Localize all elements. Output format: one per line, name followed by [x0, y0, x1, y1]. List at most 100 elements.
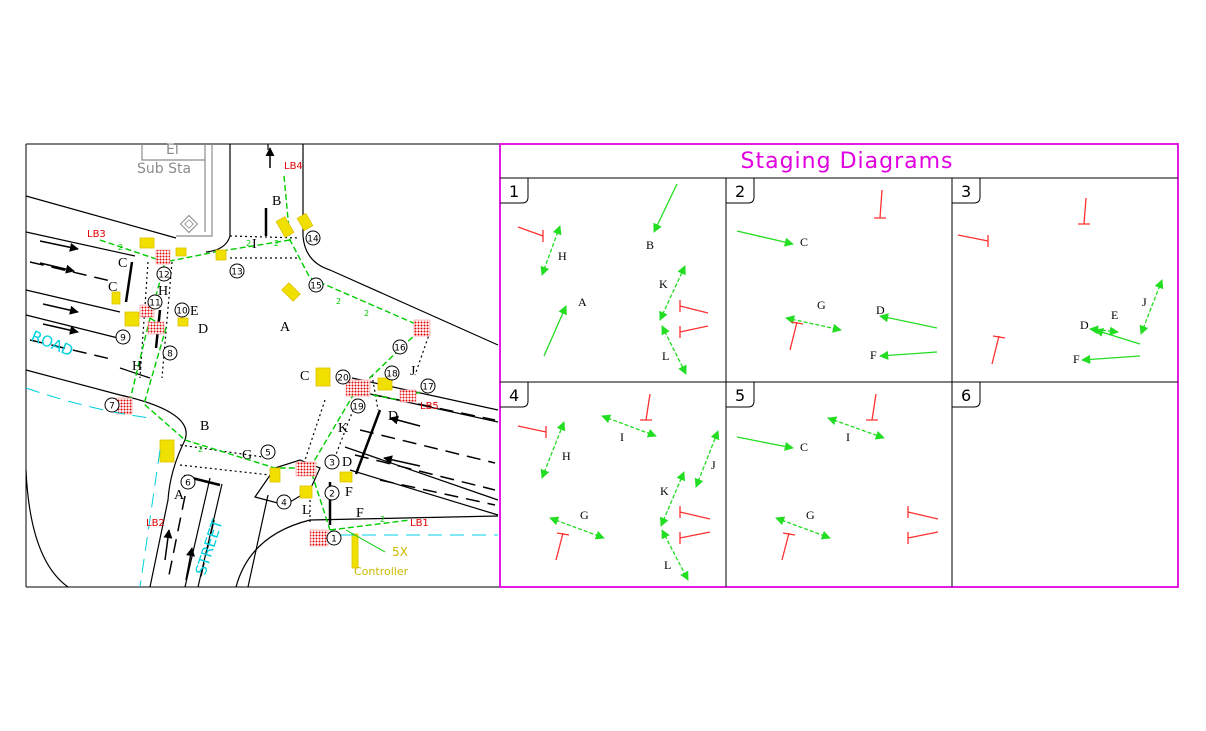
crossing-number-marker: 20 [335, 369, 351, 385]
staging-title: Staging Diagrams [741, 149, 954, 174]
crossing-number-marker: 7 [104, 397, 120, 413]
gap-mark: 2 [118, 243, 123, 252]
phase-letter: H [132, 359, 142, 374]
gap-mark: 2 [246, 239, 251, 248]
crossing-number-marker: 2 [324, 485, 340, 501]
phase-letter: C [118, 256, 127, 271]
crossing-number-marker: 14 [305, 230, 321, 246]
phase-letter: C [300, 369, 309, 384]
phase-letter: I [252, 237, 257, 252]
tactile-paving [115, 249, 431, 547]
loop-label-lb1: LB1 [410, 518, 429, 529]
stage-number-tab: 4 [500, 382, 529, 408]
stage-4-label: L [664, 558, 671, 572]
crossing-number-text: 17 [422, 383, 433, 393]
crossing-number-text: 16 [394, 344, 406, 354]
road-centreline [25, 387, 151, 419]
stage-number-tab: 6 [952, 382, 981, 408]
controller-label: Controller [354, 565, 409, 578]
stage-1-label: B [646, 238, 654, 252]
stage-5-label: I [846, 430, 850, 444]
gap-mark: 2 [364, 309, 369, 318]
stage-3-label: J [1142, 295, 1147, 309]
stage-1-diagram: H B A K L [517, 183, 709, 375]
stage-2-label: F [870, 348, 877, 362]
crossing-number-marker: 6 [180, 474, 196, 490]
crossing-number-text: 5 [265, 449, 271, 459]
crossing-number-marker: 15 [308, 277, 324, 293]
stage-number-text: 2 [735, 182, 745, 201]
crossing-gap-marks: 2 2 2 2 2 2 2 [118, 239, 385, 524]
controller-count: 5X [392, 545, 408, 559]
crossing-number-text: 7 [109, 402, 115, 412]
stage-number-text: 3 [961, 182, 971, 201]
stage-4-label: J [711, 458, 716, 472]
crossing-number-marker: 10 [174, 302, 190, 318]
phase-letter: F [345, 485, 353, 500]
phase-letter: J [410, 364, 416, 379]
loop-label-lb2: LB2 [146, 518, 165, 529]
phase-letter: C [108, 280, 117, 295]
phase-letter: A [280, 320, 291, 335]
crossing-number-marker: 19 [350, 398, 366, 414]
controller-feed [345, 529, 386, 553]
loop-label-lb5: LB5 [420, 401, 439, 412]
substation-label-2: Sub Sta [137, 161, 191, 177]
street-name-label: STREET [192, 516, 227, 577]
crossing-number-marker: 17 [420, 378, 436, 394]
stage-1-label: H [558, 249, 567, 263]
stage-4-label: G [580, 508, 589, 522]
lane-markings [29, 261, 496, 581]
stage-4-diagram: I H J K G L [517, 393, 720, 581]
phase-letter: A [174, 488, 185, 503]
crossing-number-marker: 5 [260, 444, 276, 460]
crossing-studs [139, 235, 431, 525]
phase-letter: D [388, 409, 398, 424]
crossing-number-marker: 16 [392, 339, 408, 355]
stage-5-diagram: C I G [736, 393, 939, 561]
stage-5-label: G [806, 508, 815, 522]
crossing-number-text: 11 [149, 299, 160, 309]
stage-1-label: A [578, 295, 587, 309]
lane-arrows [39, 147, 421, 581]
phase-letters: B I C C H H E D A C J D K D F F L G B A [108, 194, 416, 521]
gap-mark: 2 [380, 515, 385, 524]
crossing-number-text: 19 [352, 403, 364, 413]
stage-1-label: K [659, 277, 668, 291]
phase-letter: F [356, 506, 364, 521]
crossing-number-marker: 3 [324, 454, 340, 470]
crossing-number-text: 13 [231, 268, 242, 278]
crossing-number-text: 3 [329, 459, 335, 469]
phase-letter: K [338, 421, 348, 436]
stage-2-label: D [876, 303, 885, 317]
stage-4-label: K [660, 484, 669, 498]
phase-letter: E [190, 304, 199, 319]
crossing-number-text: 14 [307, 235, 319, 245]
stage-3-diagram: J E D F [957, 197, 1164, 366]
gap-mark: 2 [274, 239, 279, 248]
crossing-number-marker: 11 [147, 294, 163, 310]
street-centreline [139, 449, 161, 588]
stage-4-label: H [562, 449, 571, 463]
stage-3-label: E [1111, 308, 1118, 322]
road-name-label: ROAD [29, 327, 76, 360]
phase-letter: B [200, 419, 209, 434]
phase-letter: B [272, 194, 281, 209]
crossing-number-marker: 8 [162, 345, 178, 361]
stage-2-label: C [800, 235, 808, 249]
stage-number-text: 5 [735, 386, 745, 405]
plan-panel: El Sub Sta [25, 142, 500, 588]
substation-building: El Sub Sta [137, 142, 213, 237]
stage-1-label: L [662, 349, 669, 363]
stage-2-diagram: C G D F [736, 189, 938, 362]
gap-mark: 2 [336, 297, 341, 306]
crossing-number-text: 20 [337, 374, 349, 384]
stage-number-tab: 2 [726, 178, 755, 204]
phase-letter: D [198, 322, 208, 337]
stage-4-label: I [620, 430, 624, 444]
loop-label-lb4: LB4 [284, 161, 303, 172]
